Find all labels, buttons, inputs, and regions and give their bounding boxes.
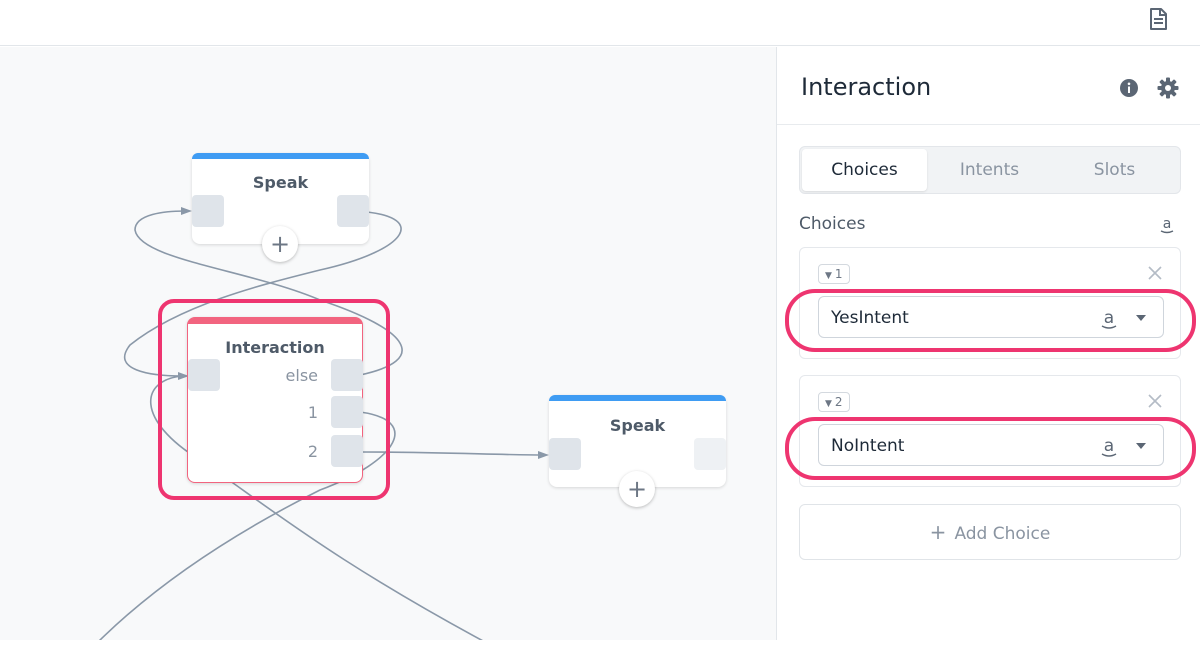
node-title: Speak [252,173,309,192]
caret-down-icon [1136,443,1146,449]
tab-choices[interactable]: Choices [802,149,927,191]
add-step-button[interactable]: + [262,226,298,262]
output-port[interactable] [337,195,369,227]
tab-slots[interactable]: Slots [1093,160,1136,180]
tab-intents[interactable]: Intents [959,160,1020,180]
output-port-else[interactable] [331,359,363,391]
node-title: Interaction [225,338,325,357]
svg-text:a: a [1104,436,1114,456]
editor-panel: Interaction Choices Intents Slots [776,47,1200,640]
output-port-1[interactable] [331,396,363,428]
amazon-icon: a [1101,436,1117,457]
input-port[interactable] [549,438,581,470]
intent-value: NoIntent [831,436,905,456]
close-icon[interactable] [1146,392,1164,410]
choice-card: ▼2 NoIntent a [799,375,1181,487]
intent-select[interactable]: NoIntent a [818,424,1164,466]
svg-text:a: a [1104,308,1114,328]
choices-section-label: Choices [799,214,866,234]
amazon-icon: a [1160,216,1174,234]
output-port[interactable] [694,438,726,470]
choice-number-dropdown[interactable]: ▼1 [818,264,850,284]
output-port-2[interactable] [331,435,363,467]
gear-icon[interactable] [1157,77,1179,99]
node-stripe [549,395,726,401]
port-label-1: 1 [307,403,318,422]
info-icon[interactable] [1119,78,1139,98]
port-label-2: 2 [307,442,318,461]
close-icon[interactable] [1146,264,1164,282]
top-bar [0,0,1200,46]
add-step-button-2[interactable]: + [619,471,655,507]
document-icon[interactable] [1148,8,1168,30]
chevron-down-icon: ▼ [825,271,832,281]
svg-text:a: a [1163,216,1172,232]
panel-tabs: Choices Intents Slots [799,146,1181,194]
chevron-down-icon: ▼ [825,399,832,409]
panel-title: Interaction [801,73,932,101]
node-title: Speak [609,416,666,435]
node-stripe [188,318,362,324]
input-port[interactable] [192,195,224,227]
add-choice-label: Add Choice [954,524,1051,544]
interaction-node[interactable]: Interaction else 1 2 [187,317,363,483]
flow-canvas[interactable]: Speak + Interaction else 1 2 Speak + [0,47,776,640]
caret-down-icon [1136,315,1146,321]
choice-number-dropdown[interactable]: ▼2 [818,392,850,412]
choice-number: 2 [834,395,843,409]
choice-card: ▼1 YesIntent a [799,247,1181,359]
port-label-else: else [285,366,318,385]
node-stripe [192,153,369,159]
panel-header: Interaction [777,47,1200,125]
connection-lines [98,207,549,640]
amazon-icon: a [1101,308,1117,329]
input-port[interactable] [188,359,220,391]
plus-icon: + [929,520,947,544]
intent-select[interactable]: YesIntent a [818,296,1164,338]
choice-number: 1 [834,267,843,281]
add-choice-button[interactable]: + Add Choice [799,504,1181,560]
intent-value: YesIntent [831,308,909,328]
